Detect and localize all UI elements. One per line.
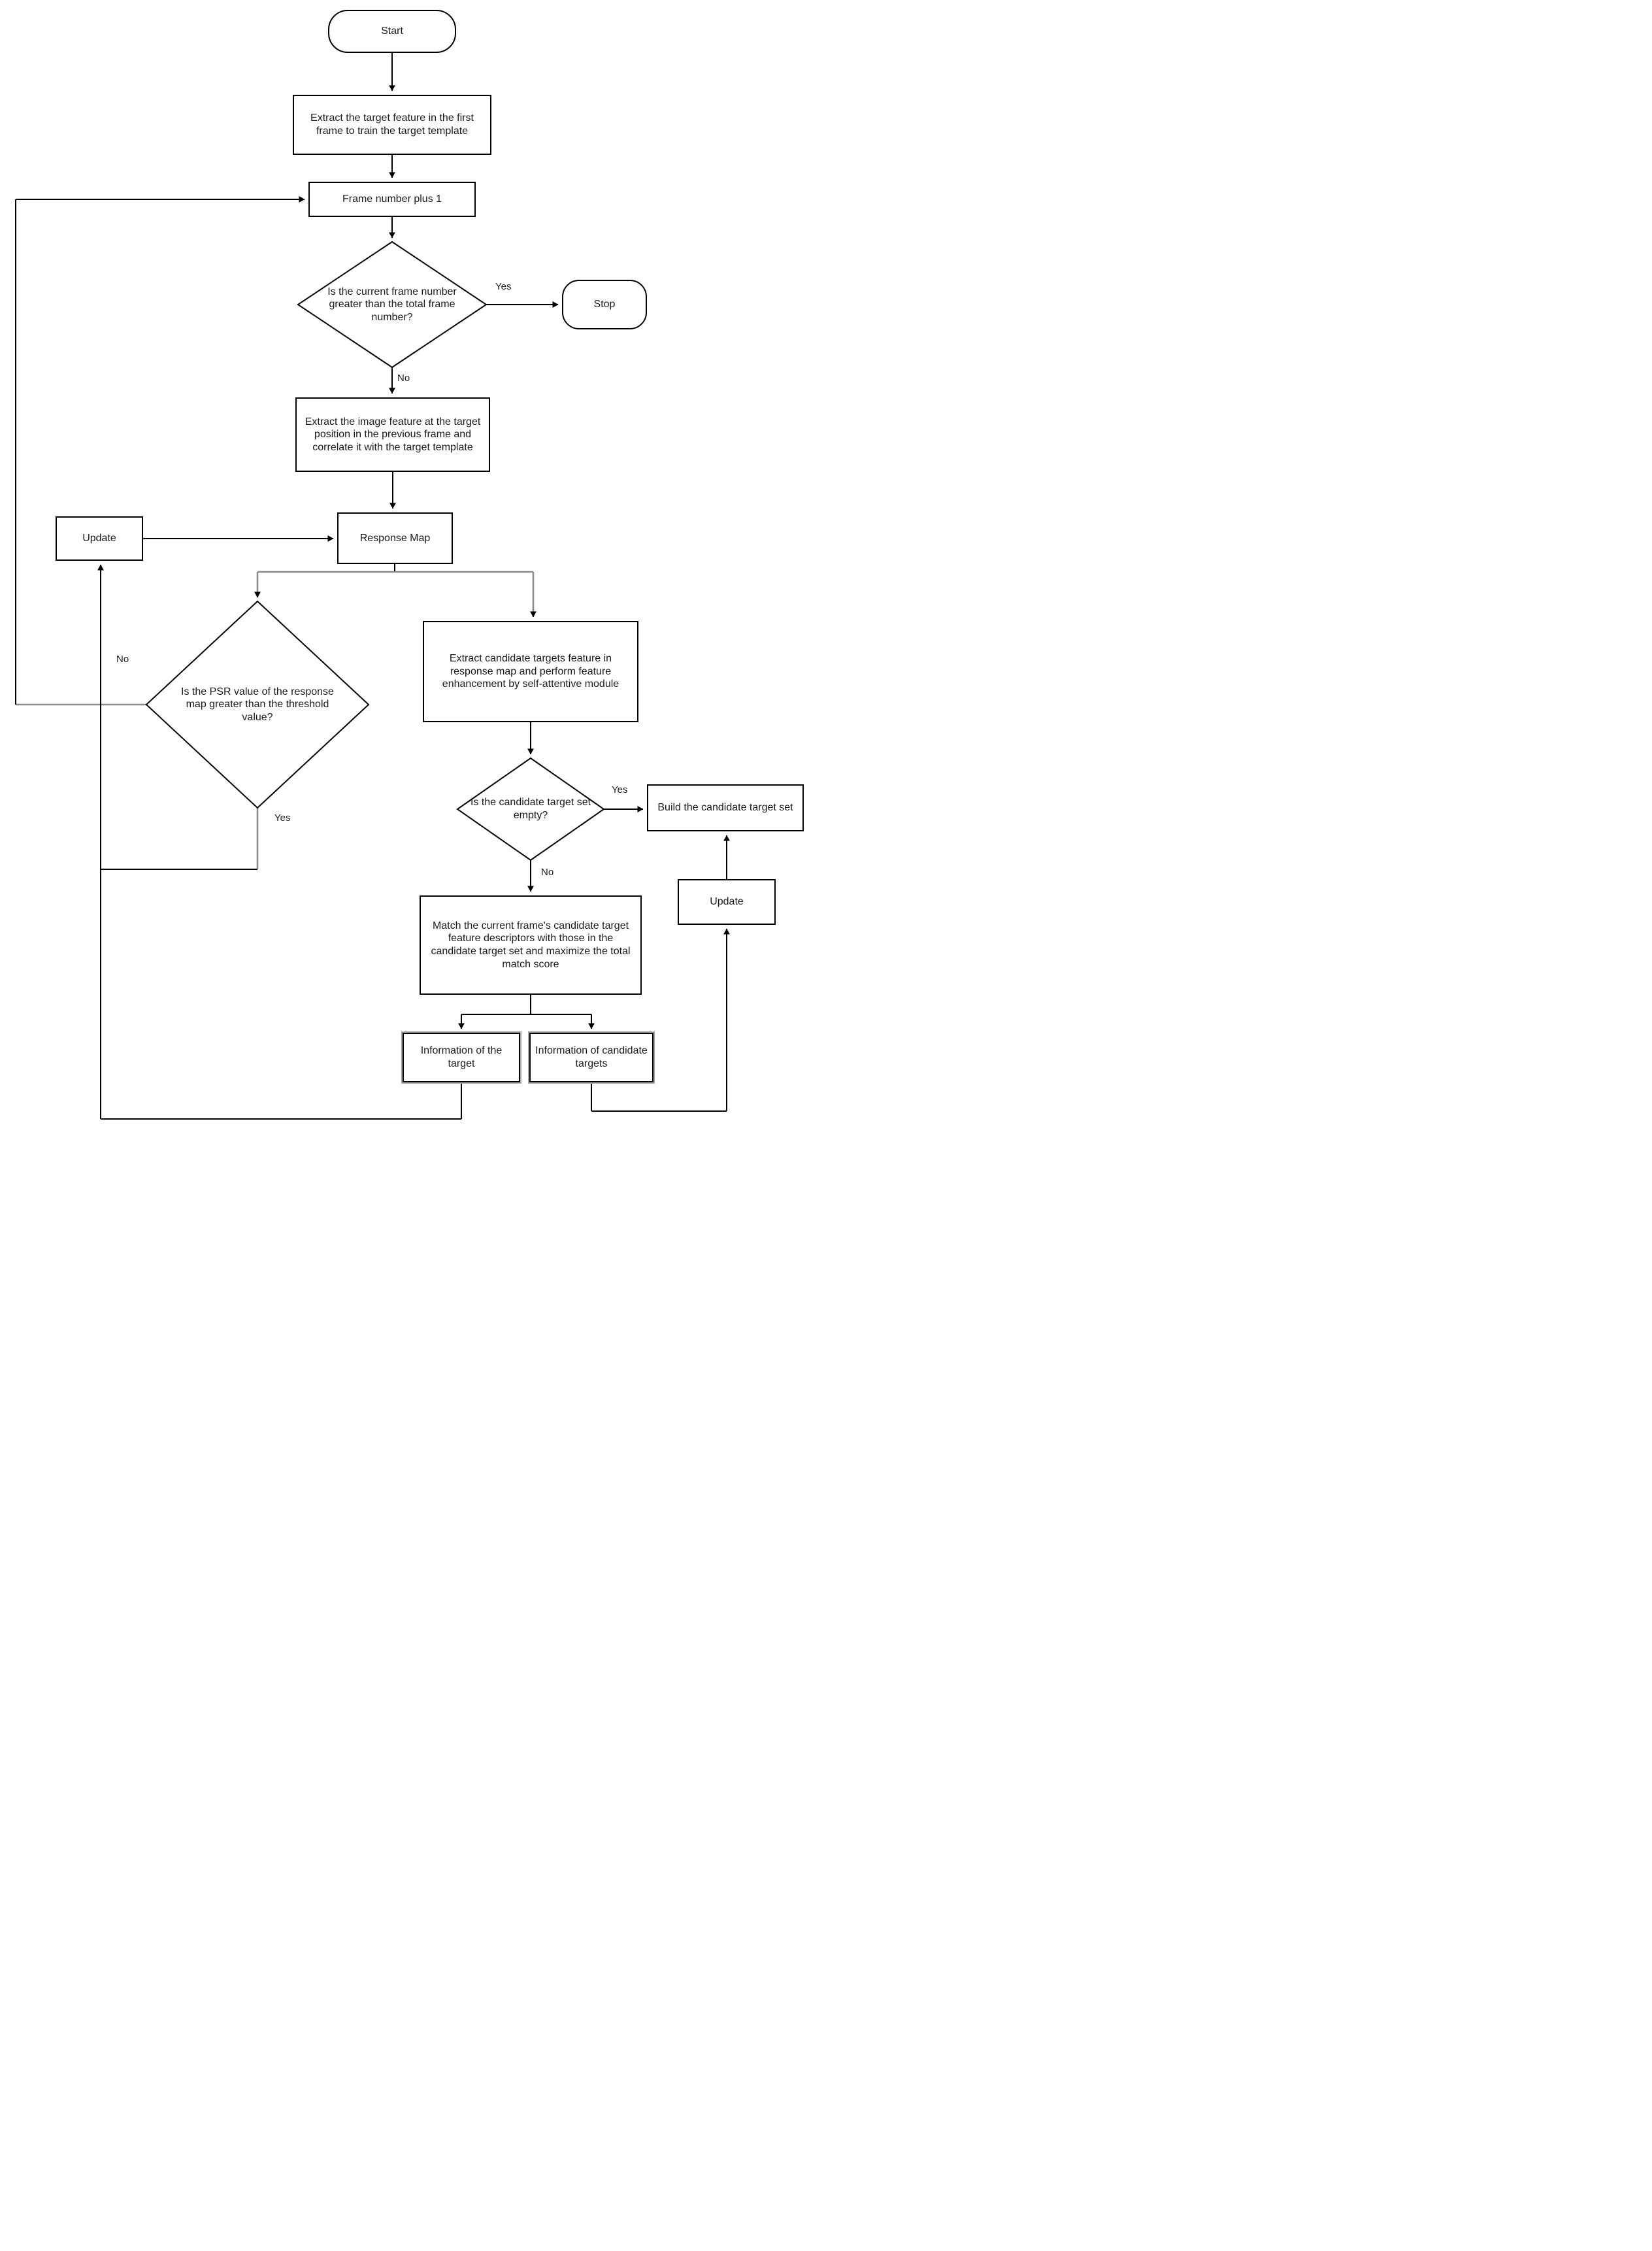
node-start: Start: [328, 10, 456, 53]
node-stop: Stop: [562, 280, 647, 329]
node-response-map: Response Map: [337, 512, 453, 564]
edge-label-no-candidate-empty: No: [541, 867, 554, 878]
node-extract-target-feature: Extract the target feature in the first …: [293, 95, 491, 155]
node-update-left: Update: [56, 516, 143, 561]
edge-label-no-psr: No: [116, 654, 129, 665]
decision-candidate-empty-shape: [456, 757, 605, 861]
node-extract-image-feature: Extract the image feature at the target …: [295, 397, 490, 472]
node-extract-candidate-targets: Extract candidate targets feature in res…: [423, 621, 638, 722]
decision-psr-label: Is the PSR value of the response map gre…: [181, 686, 334, 723]
node-build-candidate-set: Build the candidate target set: [647, 784, 804, 831]
edge-label-yes-psr: Yes: [274, 812, 291, 824]
decision-psr-shape: [145, 600, 370, 809]
node-update-right: Update: [678, 879, 776, 925]
edge-label-yes-framecheck: Yes: [495, 281, 512, 292]
node-frame-number-plus-1: Frame number plus 1: [308, 182, 476, 217]
node-match-descriptors: Match the current frame's candidate targ…: [420, 895, 642, 995]
node-information-of-candidates: Information of candidate targets: [528, 1031, 655, 1084]
edge-label-no-framecheck: No: [397, 373, 410, 384]
edge-label-yes-candidate-empty: Yes: [612, 784, 628, 795]
node-information-of-target: Information of the target: [401, 1031, 521, 1084]
flowchart-canvas: Start Extract the target feature in the …: [0, 0, 826, 1126]
decision-candidate-empty-label: Is the candidate target set empty?: [470, 797, 591, 821]
decision-frame-number-shape: [297, 241, 487, 369]
decision-frame-number-label: Is the current frame number greater than…: [327, 286, 457, 323]
flow-connectors-svg: [15, 53, 730, 1120]
